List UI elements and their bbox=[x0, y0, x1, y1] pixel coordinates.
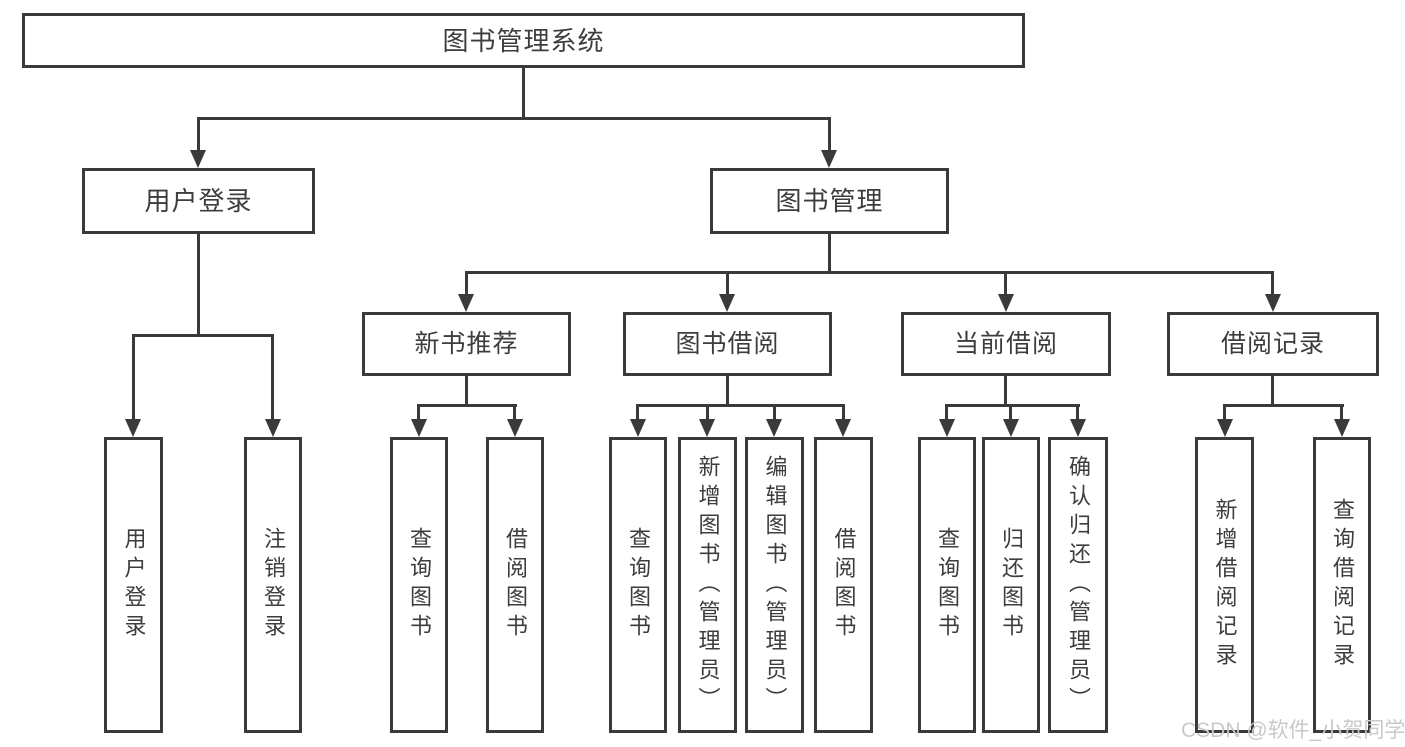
connector-line bbox=[726, 271, 729, 297]
node-book-management: 图书管理 bbox=[710, 168, 949, 234]
arrow-down-icon bbox=[630, 419, 646, 437]
arrow-down-icon bbox=[939, 419, 955, 437]
leaf-edit-book-admin: 编辑图书（管理员） bbox=[745, 437, 804, 733]
node-label: 用户登录 bbox=[144, 186, 253, 216]
arrow-down-icon bbox=[458, 294, 474, 312]
node-label: 图书管理 bbox=[775, 186, 884, 216]
connector-line bbox=[197, 234, 200, 337]
connector-line bbox=[197, 117, 831, 120]
node-label: 新增借阅记录 bbox=[1212, 498, 1238, 672]
arrow-down-icon bbox=[821, 150, 837, 168]
node-label: 图书管理系统 bbox=[442, 25, 605, 56]
node-label: 借阅图书 bbox=[503, 527, 528, 643]
connector-line bbox=[773, 404, 776, 422]
connector-line bbox=[842, 404, 845, 422]
connector-line bbox=[828, 234, 831, 274]
node-label: 新增图书（管理员） bbox=[695, 454, 721, 716]
node-label: 当前借阅 bbox=[953, 329, 1058, 358]
leaf-return-books: 归还图书 bbox=[982, 437, 1040, 733]
connector-line bbox=[1076, 404, 1079, 422]
node-borrowing-records: 借阅记录 bbox=[1167, 312, 1379, 376]
connector-line bbox=[636, 404, 845, 407]
node-label: 确认归还（管理员） bbox=[1066, 454, 1091, 716]
connector-line bbox=[1004, 376, 1007, 407]
node-user-login: 用户登录 bbox=[82, 168, 315, 234]
leaf-borrow-books-recommend: 借阅图书 bbox=[486, 437, 544, 733]
connector-line bbox=[706, 404, 709, 422]
node-current-borrowing: 当前借阅 bbox=[901, 312, 1111, 376]
node-label: 注销登录 bbox=[261, 527, 286, 643]
node-label: 编辑图书（管理员） bbox=[762, 454, 788, 716]
leaf-user-login: 用户登录 bbox=[104, 437, 163, 733]
arrow-down-icon bbox=[719, 294, 735, 312]
leaf-logout: 注销登录 bbox=[244, 437, 302, 733]
node-label: 查询图书 bbox=[407, 527, 432, 643]
leaf-query-books-borrow: 查询图书 bbox=[609, 437, 667, 733]
arrow-down-icon bbox=[125, 419, 141, 437]
connector-line bbox=[197, 117, 200, 153]
arrow-down-icon bbox=[265, 419, 281, 437]
connector-line bbox=[1271, 376, 1274, 407]
connector-line bbox=[522, 68, 525, 120]
leaf-add-borrow-record: 新增借阅记录 bbox=[1195, 437, 1254, 733]
connector-line bbox=[1009, 404, 1012, 422]
connector-line bbox=[417, 404, 517, 407]
connector-line bbox=[636, 404, 639, 422]
node-library-management-system: 图书管理系统 bbox=[22, 13, 1025, 68]
connector-line bbox=[1004, 271, 1007, 297]
node-label: 查询借阅记录 bbox=[1330, 498, 1355, 672]
connector-line bbox=[417, 404, 420, 422]
connector-line bbox=[465, 271, 1274, 274]
connector-line bbox=[132, 334, 135, 422]
arrow-down-icon bbox=[835, 419, 851, 437]
arrow-down-icon bbox=[1334, 419, 1350, 437]
arrow-down-icon bbox=[1070, 419, 1086, 437]
node-book-borrowing: 图书借阅 bbox=[623, 312, 832, 376]
leaf-add-book-admin: 新增图书（管理员） bbox=[678, 437, 737, 733]
csdn-watermark: CSDN @软件_小贺同学 bbox=[1181, 719, 1405, 742]
node-label: 用户登录 bbox=[121, 527, 147, 643]
connector-line bbox=[1271, 271, 1274, 297]
connector-line bbox=[828, 117, 831, 153]
connector-line bbox=[1223, 404, 1226, 422]
arrow-down-icon bbox=[1265, 294, 1281, 312]
arrow-down-icon bbox=[190, 150, 206, 168]
leaf-borrow-books: 借阅图书 bbox=[814, 437, 873, 733]
connector-line bbox=[132, 334, 274, 337]
arrow-down-icon bbox=[699, 419, 715, 437]
connector-line bbox=[945, 404, 948, 422]
node-label: 查询图书 bbox=[626, 527, 651, 643]
arrow-down-icon bbox=[766, 419, 782, 437]
arrow-down-icon bbox=[411, 419, 427, 437]
connector-line bbox=[271, 334, 274, 422]
leaf-query-books-current: 查询图书 bbox=[918, 437, 976, 733]
arrow-down-icon bbox=[507, 419, 523, 437]
arrow-down-icon bbox=[998, 294, 1014, 312]
node-new-book-recommendation: 新书推荐 bbox=[362, 312, 571, 376]
node-label: 图书借阅 bbox=[675, 329, 780, 358]
leaf-query-books-recommend: 查询图书 bbox=[390, 437, 448, 733]
arrow-down-icon bbox=[1003, 419, 1019, 437]
node-label: 新书推荐 bbox=[414, 329, 519, 358]
connector-line bbox=[513, 404, 516, 422]
connector-line bbox=[1340, 404, 1343, 422]
node-label: 借阅图书 bbox=[831, 527, 857, 643]
connector-line bbox=[945, 404, 1080, 407]
leaf-confirm-return-admin: 确认归还（管理员） bbox=[1048, 437, 1108, 733]
connector-line bbox=[1223, 404, 1344, 407]
connector-line bbox=[726, 376, 729, 407]
arrow-down-icon bbox=[1217, 419, 1233, 437]
connector-line bbox=[465, 376, 468, 407]
node-label: 查询图书 bbox=[935, 527, 960, 643]
connector-line bbox=[465, 271, 468, 297]
node-label: 归还图书 bbox=[999, 527, 1024, 643]
leaf-query-borrow-record: 查询借阅记录 bbox=[1313, 437, 1371, 733]
node-label: 借阅记录 bbox=[1220, 329, 1325, 358]
